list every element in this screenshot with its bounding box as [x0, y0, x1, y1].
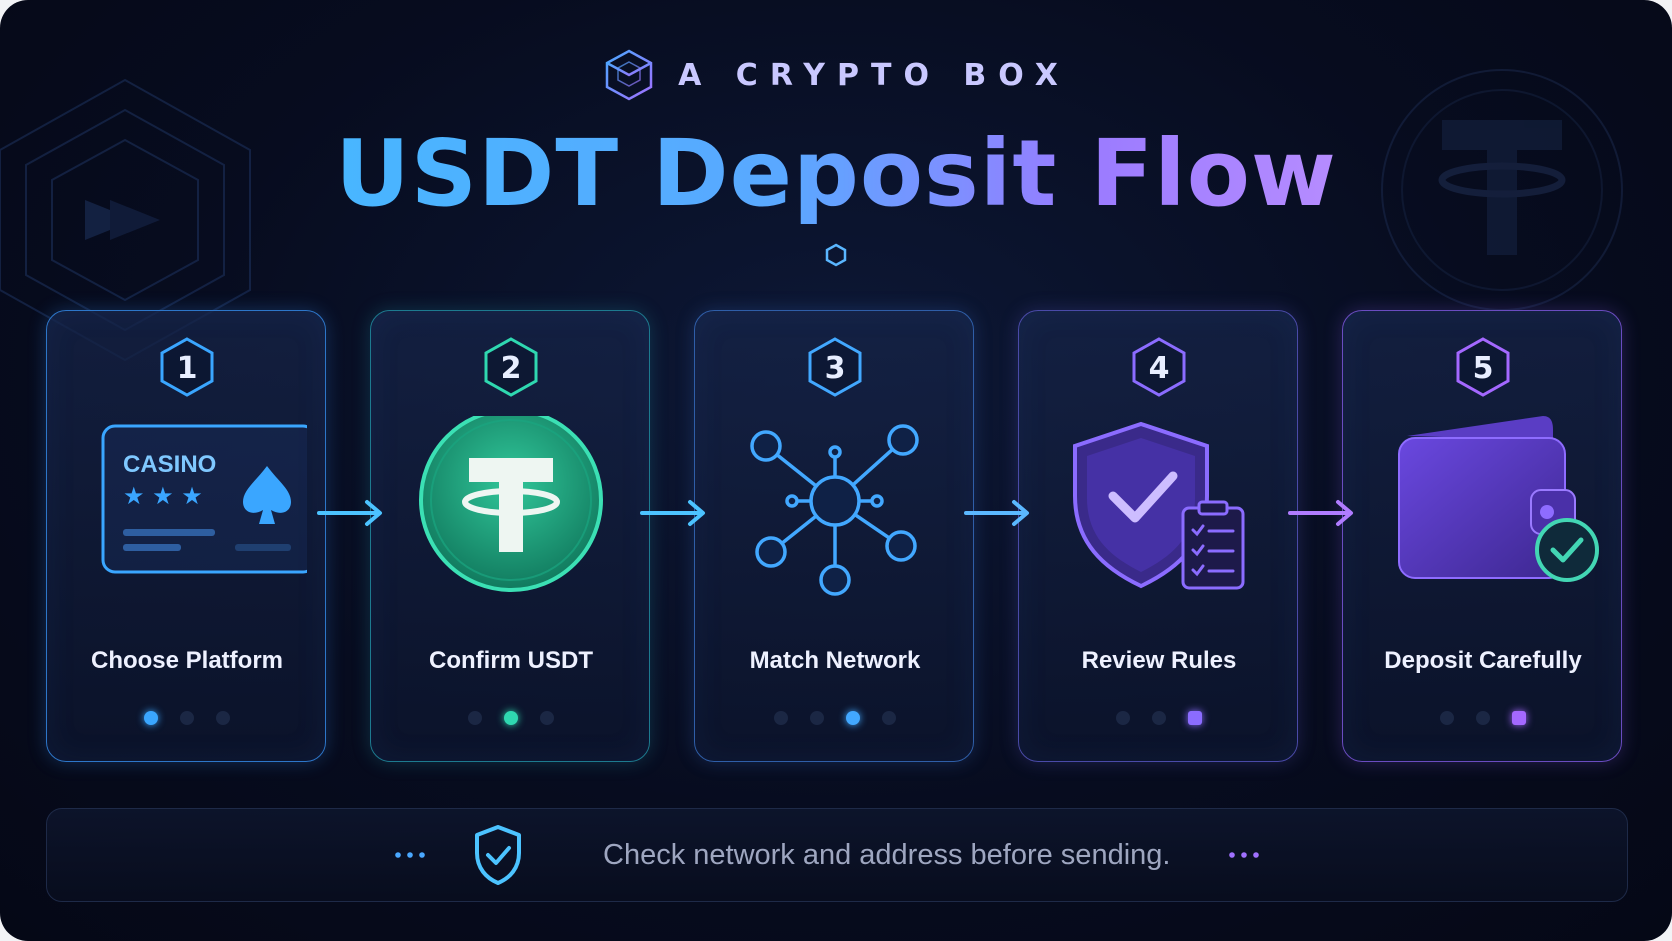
shield-check-icon	[475, 825, 521, 885]
step-number-badge: 5	[1456, 337, 1510, 397]
step-card-3: 3 Match Network	[694, 310, 974, 762]
progress-dot	[144, 711, 158, 725]
banner-dots-left	[395, 852, 425, 858]
step-number-badge: 1	[160, 337, 214, 397]
progress-dot	[504, 711, 518, 725]
tether-coin-icon	[419, 416, 603, 592]
banner-message: Check network and address before sending…	[603, 839, 1171, 871]
progress-dot	[774, 711, 788, 725]
progress-dot	[882, 711, 896, 725]
step-card-4: 4 Review Rules	[1018, 310, 1298, 762]
flow-arrow-3	[964, 500, 1029, 526]
step-progress-dots	[47, 711, 327, 725]
step-number: 3	[825, 351, 846, 386]
cube-icon	[605, 49, 653, 101]
banner-dots-right	[1229, 852, 1259, 858]
step-progress-dots	[695, 711, 975, 725]
title-divider	[500, 243, 1172, 267]
progress-dot	[540, 711, 554, 725]
progress-dot	[1116, 711, 1130, 725]
step-number: 2	[501, 351, 522, 386]
tether-watermark-decoration	[1381, 69, 1623, 311]
step-label: Confirm USDT	[429, 647, 593, 674]
svg-text:★ ★ ★: ★ ★ ★	[123, 482, 203, 510]
step-progress-dots	[371, 711, 651, 725]
casino-card-icon: CASINO ★ ★ ★	[101, 424, 307, 574]
network-nodes-icon	[750, 424, 919, 596]
progress-dot	[468, 711, 482, 725]
step-number-badge: 4	[1132, 337, 1186, 397]
flow-arrow-4	[1288, 500, 1353, 526]
warning-banner: Check network and address before sending…	[46, 808, 1628, 902]
progress-dot	[216, 711, 230, 725]
progress-dot	[1188, 711, 1202, 725]
progress-dot	[1476, 711, 1490, 725]
step-number-badge: 2	[484, 337, 538, 397]
step-label: Deposit Carefully	[1384, 647, 1582, 674]
wallet-check-icon	[1398, 416, 1599, 582]
step-card-2: 2 Confirm USDT	[370, 310, 650, 762]
flow-arrow-1	[317, 500, 382, 526]
step-label: Choose Platform	[90, 647, 284, 674]
step-progress-dots	[1019, 711, 1299, 725]
svg-text:CASINO: CASINO	[123, 451, 216, 478]
step-number: 1	[177, 351, 198, 386]
progress-dot	[1440, 711, 1454, 725]
progress-dot	[810, 711, 824, 725]
progress-dot	[180, 711, 194, 725]
step-card-5: 5 Deposit Carefully	[1342, 310, 1622, 762]
progress-dot	[846, 711, 860, 725]
shield-checklist-icon	[1073, 421, 1245, 590]
flow-arrow-2	[640, 500, 705, 526]
step-label: Review Rules	[1081, 647, 1237, 674]
page-title: USDT Deposit Flow	[335, 120, 1337, 227]
progress-dot	[1152, 711, 1166, 725]
step-number: 5	[1473, 351, 1494, 386]
step-card-1: 1 CASINO ★ ★ ★ Choose Platform	[46, 310, 326, 762]
step-number: 4	[1149, 351, 1170, 386]
banner-line-right	[1277, 855, 1417, 857]
step-progress-dots	[1343, 711, 1623, 725]
banner-line-left	[245, 855, 385, 857]
step-label: Match Network	[749, 647, 921, 674]
step-number-badge: 3	[808, 337, 862, 397]
progress-dot	[1512, 711, 1526, 725]
brand-header: A CRYPTO BOX	[0, 49, 1672, 101]
brand-name: A CRYPTO BOX	[678, 57, 1070, 93]
